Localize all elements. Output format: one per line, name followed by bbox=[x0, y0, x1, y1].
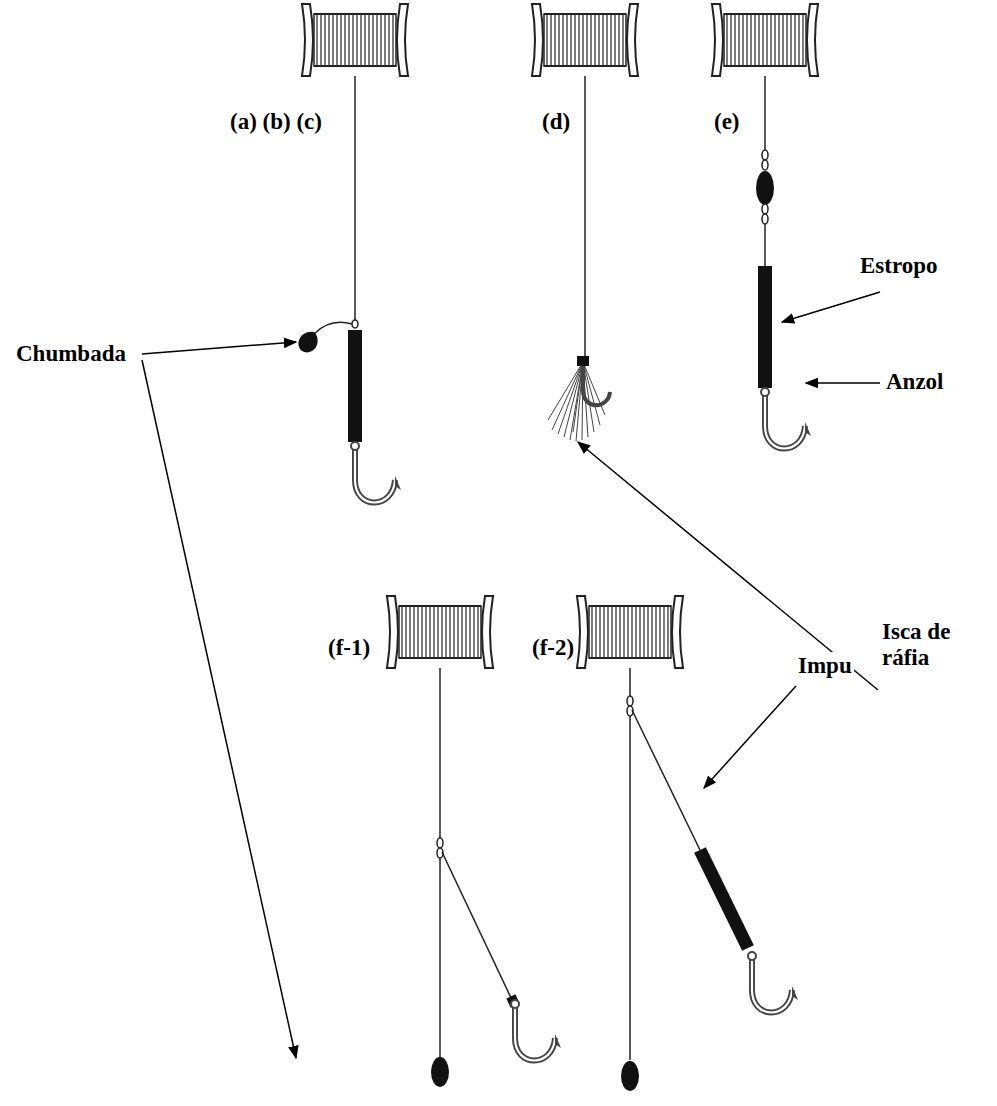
rig-label: (f-2) bbox=[530, 634, 576, 662]
part-label: Impu bbox=[796, 652, 854, 680]
part-label: Isca de ráfia bbox=[880, 618, 988, 673]
part-label: Anzol bbox=[884, 368, 946, 396]
part-label: Chumbada bbox=[14, 340, 128, 368]
rig-label: (d) bbox=[540, 108, 572, 136]
rig-label: (a) (b) (c) bbox=[228, 108, 324, 136]
part-label: Estropo bbox=[858, 252, 940, 280]
rig-label: (e) bbox=[712, 108, 742, 136]
rig-label: (f-1) bbox=[326, 634, 372, 662]
